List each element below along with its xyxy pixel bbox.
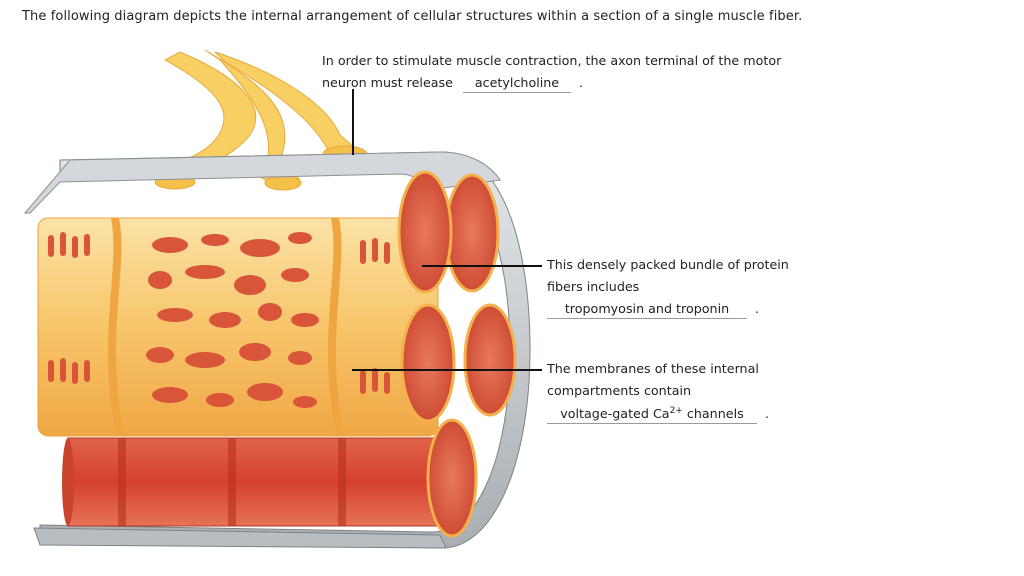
question-3-line1: The membranes of these internal [547, 361, 759, 376]
question-sarcoplasmic-reticulum: The membranes of these internal compartm… [547, 358, 769, 425]
myofibril [62, 437, 449, 527]
question-2-period: . [755, 301, 760, 316]
question-myofibril: This densely packed bundle of protein fi… [547, 254, 789, 320]
question-1-period: . [579, 75, 584, 90]
question-3-line3: voltage-gated Ca2+ channels. [547, 402, 769, 425]
pointer-line-myofibril [422, 265, 542, 267]
answer-blank-3[interactable]: voltage-gated Ca2+ channels [547, 402, 757, 425]
question-1-line2: neuron must release acetylcholine. [322, 72, 781, 94]
answer-blank-1[interactable]: acetylcholine [463, 74, 571, 93]
pointer-line-sr [352, 369, 542, 371]
question-1-line1: In order to stimulate muscle contraction… [322, 53, 782, 68]
question-2-line3: tropomyosin and troponin. [547, 298, 789, 320]
answer-3-superscript: 2+ [669, 406, 683, 416]
answer-3-text-end: channels [682, 406, 744, 422]
question-axon-terminal: In order to stimulate muscle contraction… [322, 50, 781, 94]
motor-neuron-axon [154, 49, 368, 191]
question-3-period: . [765, 406, 770, 422]
question-1-prompt: neuron must release [322, 75, 453, 90]
sarcoplasmic-reticulum [37, 217, 439, 437]
question-2-line1: This densely packed bundle of protein [547, 257, 789, 272]
question-2-line2: fibers includes [547, 279, 640, 294]
sarcolemma-lower-edge [33, 527, 447, 549]
answer-blank-2[interactable]: tropomyosin and troponin [547, 300, 747, 319]
pointer-line-axon [352, 89, 354, 155]
instructions-text: The following diagram depicts the intern… [22, 9, 803, 24]
answer-3-text: voltage-gated Ca [560, 406, 670, 422]
myofibril-cross-sections [397, 170, 517, 538]
question-3-line2: compartments contain [547, 383, 692, 398]
